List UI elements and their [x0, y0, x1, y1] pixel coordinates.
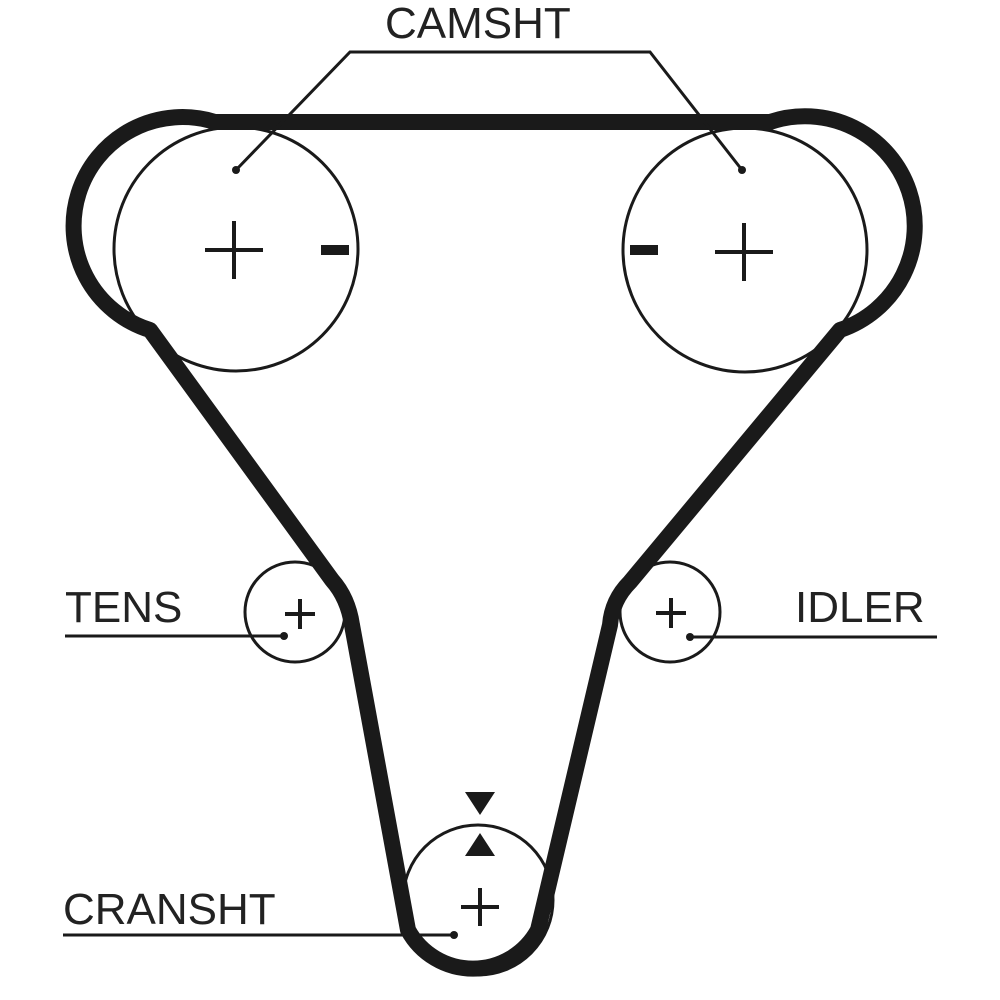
camshaft-leader-line [234, 50, 744, 172]
plus-icon [461, 888, 499, 926]
camshaft-label: CAMSHT [385, 0, 571, 48]
tensioner-dot [280, 632, 288, 640]
plus-icon [656, 598, 686, 628]
timing-mark-down-triangle [465, 792, 495, 815]
timing-belt [65, 108, 923, 977]
minus-icon [321, 245, 349, 255]
idler-label: IDLER [795, 583, 925, 632]
plus-icon [715, 223, 773, 281]
plus-icon [205, 221, 263, 279]
camshaft-left-dot [232, 166, 240, 174]
timing-mark-up-triangle [465, 833, 495, 856]
minus-icon [630, 245, 658, 255]
tensioner-label: TENS [65, 583, 182, 632]
camshaft-right-dot [738, 166, 746, 174]
idler-dot [686, 633, 694, 641]
crankshaft-label: CRANSHT [63, 885, 276, 934]
crankshaft-dot [450, 931, 458, 939]
plus-icon [285, 599, 315, 629]
